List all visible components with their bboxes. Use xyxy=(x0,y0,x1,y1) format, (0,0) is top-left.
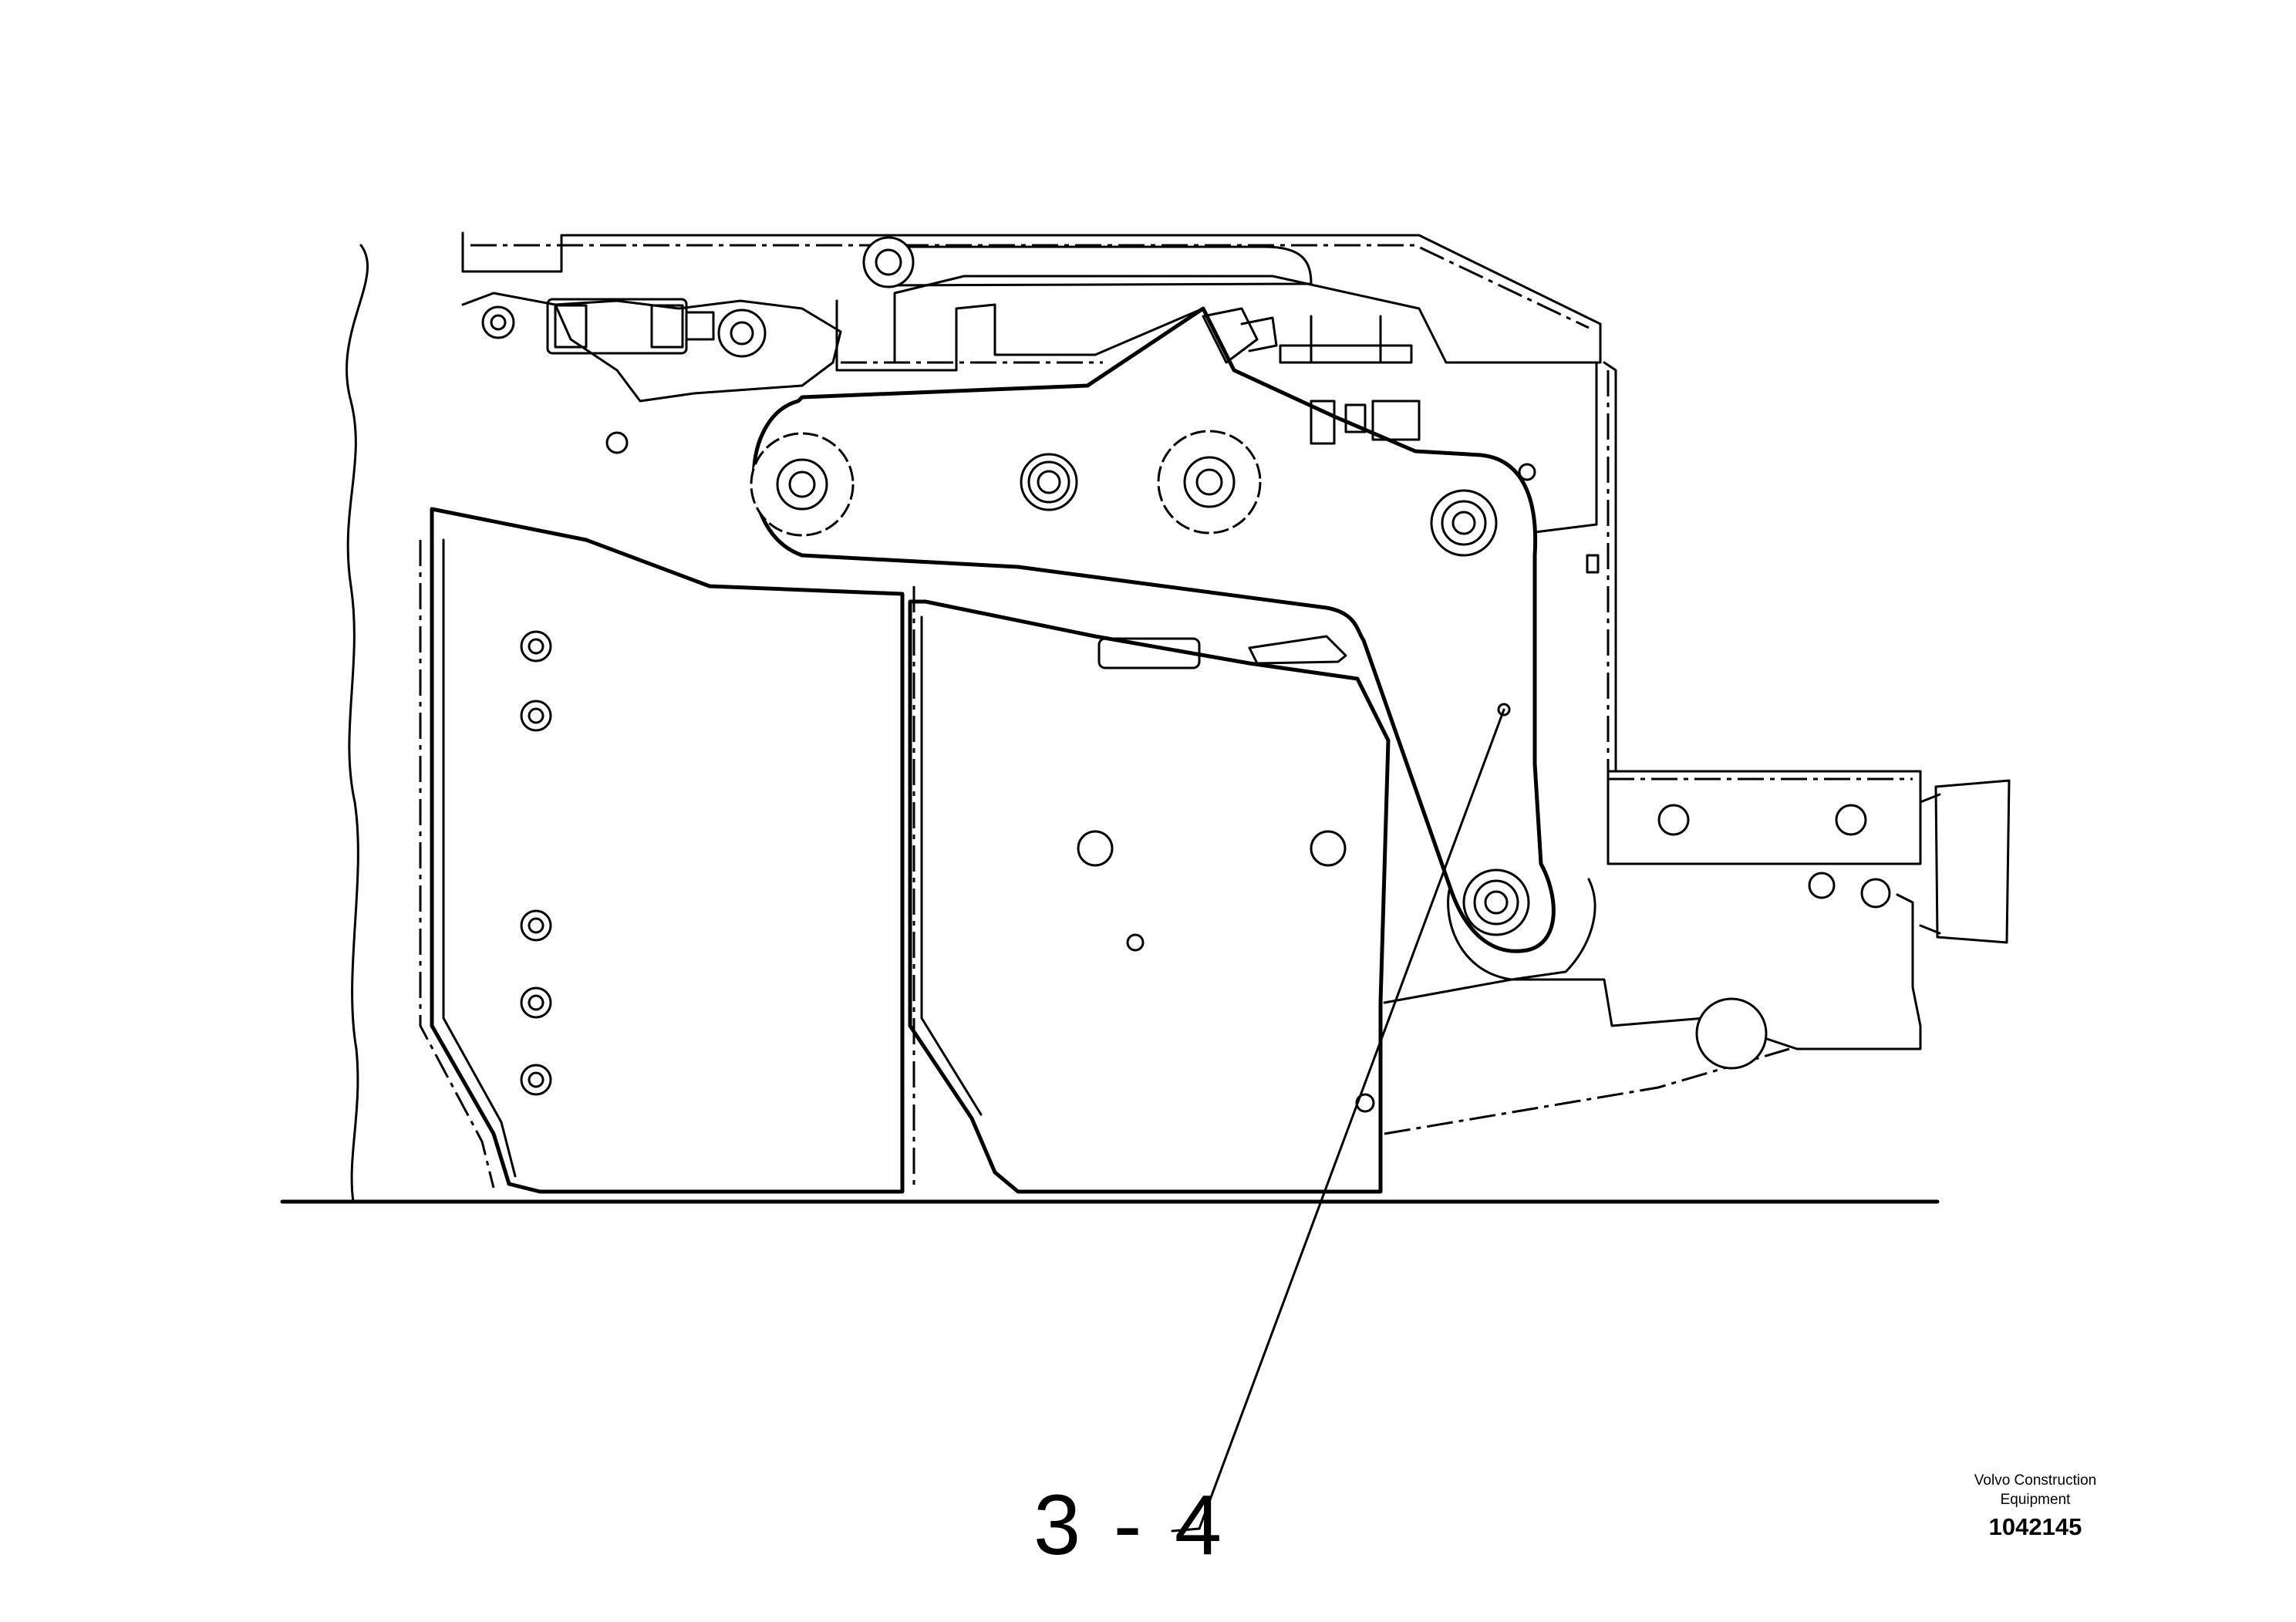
main-lever-plate xyxy=(752,306,1556,953)
callout-leader xyxy=(1198,708,1505,1530)
step-hole-2 xyxy=(1835,804,1867,836)
step-hole-4 xyxy=(1860,878,1891,909)
company-name: Volvo Construction Equipment xyxy=(1943,1471,2128,1509)
cylinder-nut-right xyxy=(650,304,684,349)
hood-centerline xyxy=(470,244,1590,329)
small-fitting-right xyxy=(1586,554,1600,574)
connector-block xyxy=(1310,400,1421,445)
left-cushion xyxy=(430,507,905,1194)
left-pin-inner xyxy=(490,314,507,331)
step-hole-1 xyxy=(1657,804,1690,836)
drawing-number: 1042145 xyxy=(1988,1513,2082,1540)
top-link-arm xyxy=(878,245,1313,287)
frame-break-edge xyxy=(346,244,369,1203)
company-line-2: Equipment xyxy=(2000,1492,2071,1508)
right-step-bracket xyxy=(1607,770,1922,865)
right-cab-wall xyxy=(1533,361,1617,773)
right-cushion-holes xyxy=(1077,830,1375,1113)
pivot-a xyxy=(750,432,855,537)
left-cushion-holes xyxy=(520,431,629,1096)
sensor-fitting xyxy=(1202,307,1278,364)
mid-bracket xyxy=(835,299,1205,372)
pivot-d xyxy=(1430,489,1498,557)
left-cushion-inner xyxy=(442,538,517,1178)
upper-right-bracket xyxy=(1279,315,1413,364)
cushion-slot xyxy=(1097,637,1201,669)
right-base xyxy=(1383,893,1922,1050)
top-pivot-inner xyxy=(875,248,902,276)
rod-eye-inner xyxy=(730,321,754,346)
pivot-e xyxy=(1462,868,1530,936)
callout-leader-tick xyxy=(1171,1527,1201,1533)
company-line-1: Volvo Construction xyxy=(1974,1472,2097,1489)
left-cushion-dash xyxy=(419,540,915,1189)
step-hole-3 xyxy=(1808,872,1836,899)
pivot-c xyxy=(1157,430,1262,534)
small-hole-top xyxy=(1518,463,1536,481)
right-cushion-inner xyxy=(920,615,983,1116)
upper-hood xyxy=(461,231,1602,364)
right-cushion-top xyxy=(1248,635,1347,665)
left-bracket xyxy=(461,292,842,403)
callout-label: 3 - 4 xyxy=(1033,1478,1226,1573)
cylinder-rod xyxy=(685,311,715,341)
cylinder-body xyxy=(546,298,688,355)
cylinder-nut-left xyxy=(554,304,588,349)
pivot-b xyxy=(1020,453,1078,511)
right-end-block xyxy=(1919,779,2011,944)
base-boss-outer xyxy=(1695,997,1768,1070)
right-cushion xyxy=(908,599,1391,1194)
